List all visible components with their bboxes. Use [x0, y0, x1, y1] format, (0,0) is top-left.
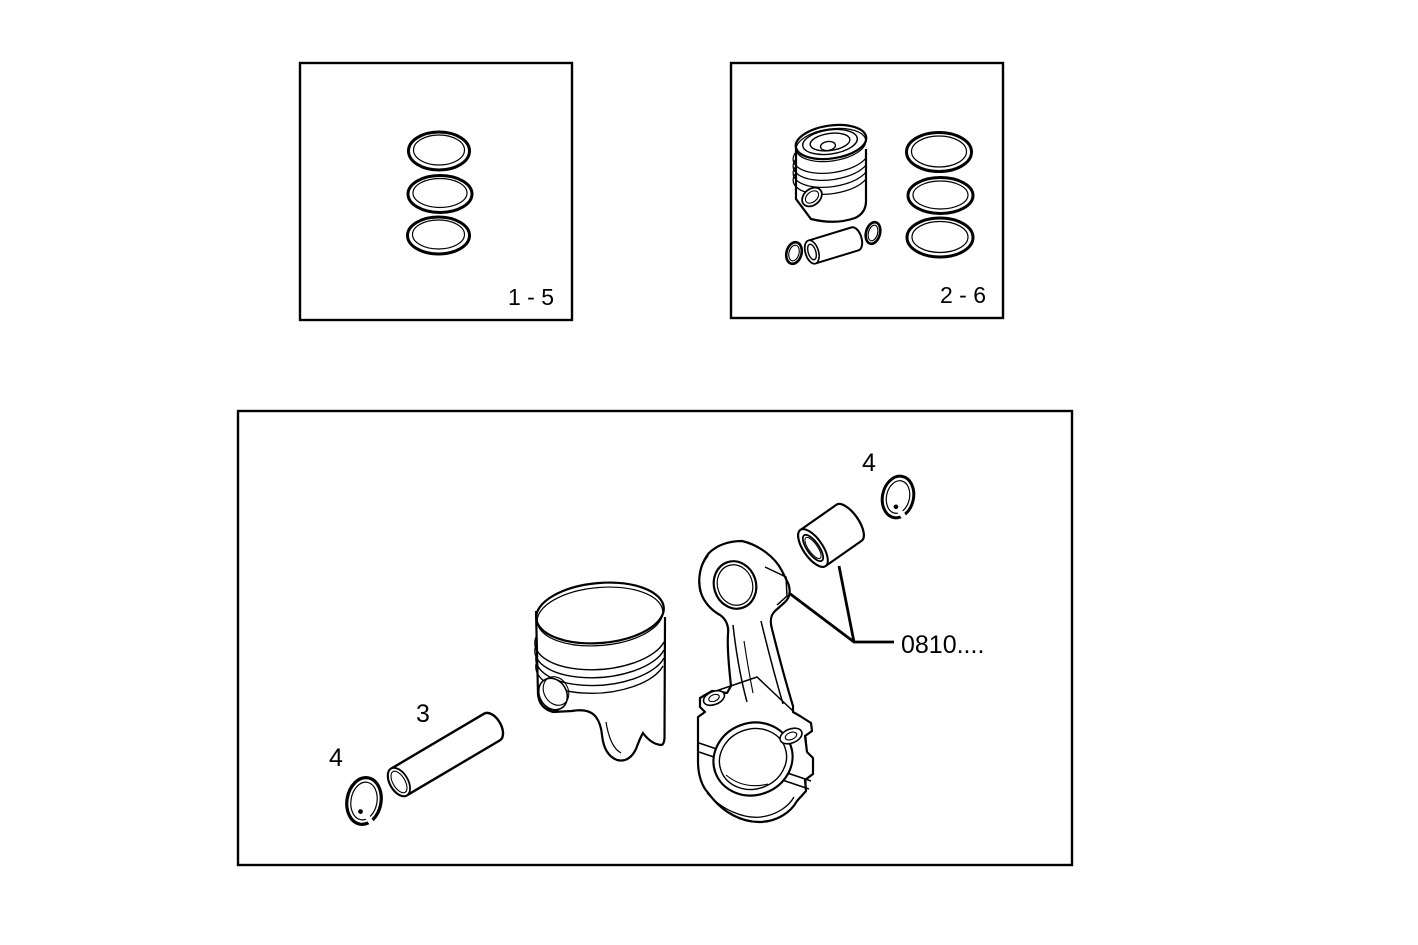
pin-circlip [880, 474, 916, 521]
pin-number: 3 [416, 700, 430, 728]
ring-kit-panel: 1 - 5 [298, 61, 574, 322]
piston-pin [386, 711, 505, 798]
leader-lines [788, 565, 894, 644]
circlip-right-number: 4 [862, 449, 876, 477]
piston-ring [905, 216, 975, 259]
pin-circlip [864, 220, 882, 246]
piston-pin [803, 226, 864, 265]
pin-bore [537, 677, 569, 711]
connecting-rod [696, 539, 815, 824]
piston-ring [905, 131, 973, 173]
pin-bore [801, 186, 823, 208]
assembly-box [236, 409, 1074, 867]
big-end-bore [712, 721, 794, 797]
part-ref-label: 0810.... [901, 631, 984, 659]
circlip-left-number: 4 [329, 744, 343, 772]
piston-kit-label: 2 - 6 [940, 282, 986, 308]
pin-circlip [345, 776, 383, 828]
piston-ring [407, 130, 471, 172]
assembly-panel: 4 3 [236, 409, 1074, 867]
piston [792, 123, 868, 223]
piston-kit-panel: 2 - 6 [729, 61, 1005, 320]
ring-kit-label: 1 - 5 [508, 284, 554, 310]
piston [534, 581, 667, 762]
pin-circlip [784, 240, 804, 266]
small-end-bore [712, 560, 758, 610]
rod-bolt [779, 727, 803, 745]
piston-ring [406, 174, 474, 214]
piston-ring [906, 176, 975, 215]
piston-kit-box [729, 61, 1005, 320]
ring-kit-box [298, 61, 574, 322]
small-end-bushing [797, 502, 865, 568]
rod-bolt [702, 689, 726, 707]
piston-ring [406, 215, 471, 256]
